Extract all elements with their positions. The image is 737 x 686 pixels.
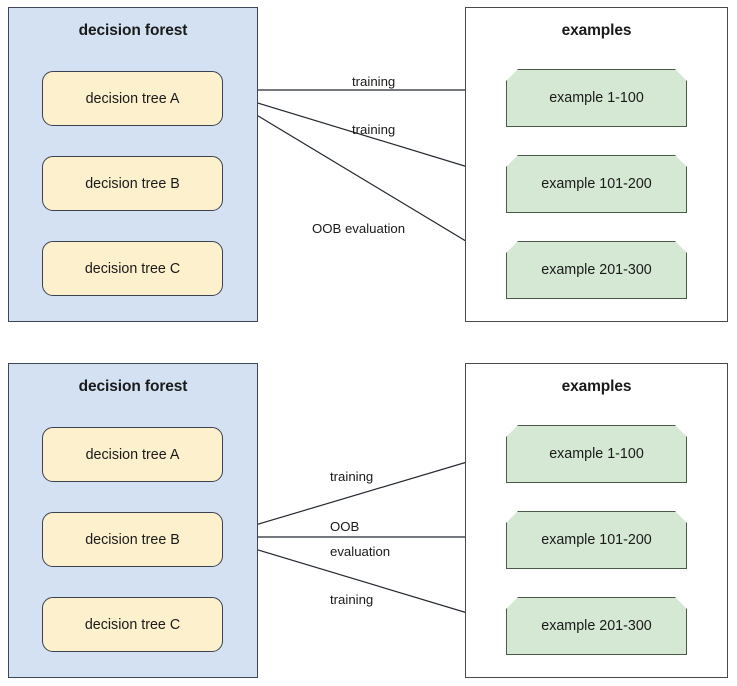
edge-oob-evaluation — [214, 89, 505, 265]
example-box-201-300-bottom[interactable]: example 201-300 — [506, 597, 687, 655]
decision-tree-b-bottom[interactable]: decision tree B — [42, 512, 223, 567]
examples-panel-title: examples — [561, 22, 632, 39]
example-box-101-200-top[interactable]: example 101-200 — [506, 155, 687, 213]
forest-panel-top: decision forest decision tree A decision… — [8, 7, 258, 322]
edge-label-training-1: training — [330, 469, 374, 484]
panel-group-top: decision forest decision tree A decision… — [0, 0, 737, 330]
edge-label-oob-evaluation: OOB evaluation — [312, 221, 406, 236]
examples-panel-bottom: examples example 1-100 example 101-200 e… — [465, 363, 728, 678]
examples-panel-title: examples — [561, 378, 632, 395]
panel-group-bottom: decision forest decision tree A decision… — [0, 356, 737, 686]
decision-tree-a-bottom[interactable]: decision tree A — [42, 427, 223, 482]
example-box-1-100-bottom[interactable]: example 1-100 — [506, 425, 687, 483]
examples-panel-top: examples example 1-100 example 101-200 e… — [465, 7, 728, 322]
example-box-1-100-top[interactable]: example 1-100 — [506, 69, 687, 127]
edge-label-training-2: training — [330, 592, 374, 607]
decision-tree-c-bottom[interactable]: decision tree C — [42, 597, 223, 652]
forest-panel-title: decision forest — [78, 22, 188, 39]
edge-label-training-2: training — [352, 122, 396, 137]
example-box-101-200-bottom[interactable]: example 101-200 — [506, 511, 687, 569]
forest-panel-bottom: decision forest decision tree A decision… — [8, 363, 258, 678]
edge-label-oob-line2: evaluation — [330, 544, 391, 559]
example-box-201-300-top[interactable]: example 201-300 — [506, 241, 687, 299]
decision-tree-c-top[interactable]: decision tree C — [42, 241, 223, 296]
forest-panel-title: decision forest — [78, 378, 188, 395]
edge-label-training-1: training — [352, 74, 396, 89]
decision-tree-b-top[interactable]: decision tree B — [42, 156, 223, 211]
edge-label-oob-line1: OOB — [330, 519, 360, 534]
decision-tree-a-top[interactable]: decision tree A — [42, 71, 223, 126]
edge-training-1 — [214, 450, 505, 538]
